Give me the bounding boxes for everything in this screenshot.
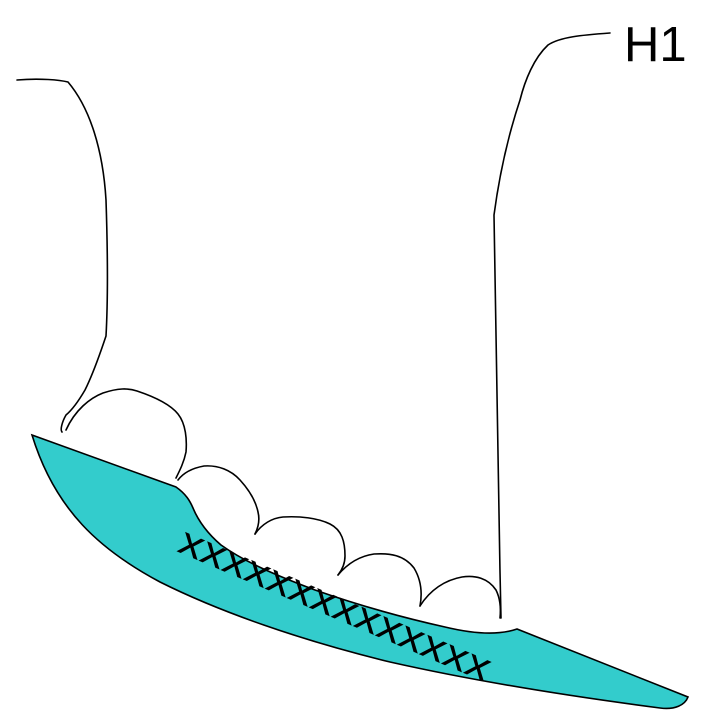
right-tapering-form [494, 33, 610, 618]
bump-5 [420, 576, 500, 618]
curved-base-shape [32, 435, 688, 708]
h1-label: H1 [624, 18, 687, 72]
left-tapering-form [17, 79, 108, 432]
